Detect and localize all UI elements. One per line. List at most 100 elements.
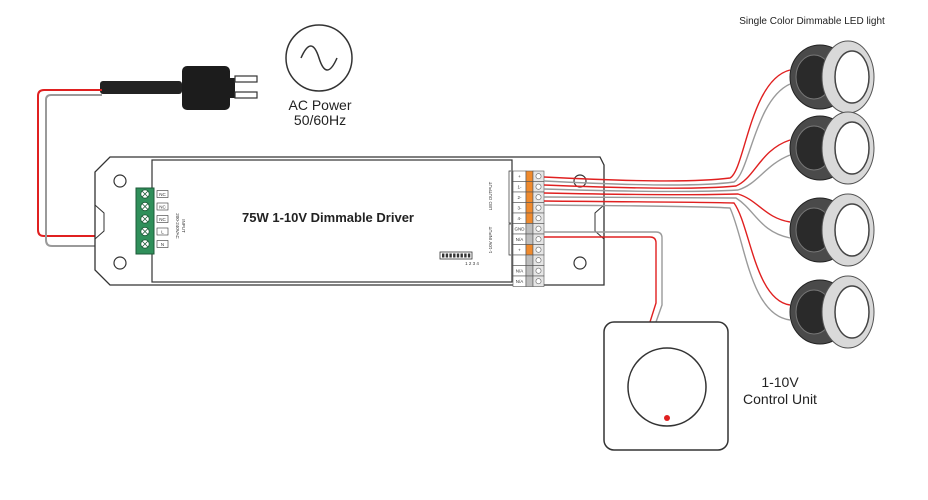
- plug-prong-top: [234, 75, 258, 83]
- output-terminal-lever: [525, 202, 534, 214]
- dip-key[interactable]: [460, 253, 463, 258]
- ac-power-symbol: [285, 24, 353, 92]
- led-light-4: [789, 275, 875, 349]
- output-terminal-lever: [525, 275, 534, 287]
- sine-wave-icon: [300, 45, 338, 71]
- screw-cross-icon: [141, 190, 149, 198]
- dip-key[interactable]: [467, 253, 471, 258]
- case-notch-right: [594, 204, 605, 240]
- output-terminal-hole: [535, 278, 542, 285]
- wire-led3-pos: [543, 192, 791, 223]
- input-tag-text: N: [161, 242, 164, 247]
- output-terminal-hole: [535, 257, 542, 264]
- input-label: INPUT: [181, 219, 186, 233]
- plug-cable-sleeve: [100, 81, 182, 94]
- mount-hole-left-top: [113, 174, 127, 188]
- output-tag-text: 2-: [517, 195, 522, 200]
- wire-led1-neg: [543, 83, 791, 186]
- output-tag-text: N/A: [516, 269, 524, 274]
- output-terminal-hole: [535, 246, 542, 253]
- wire-led1-pos: [543, 69, 791, 182]
- ac-plug: [100, 66, 258, 110]
- case-notch-left: [94, 204, 105, 240]
- output-tag-text: N/A: [516, 279, 524, 284]
- dip-key[interactable]: [445, 253, 449, 258]
- output-tag-text: 1-: [517, 185, 522, 190]
- dip-key[interactable]: [464, 253, 467, 258]
- output-tag-text: 4-: [517, 216, 522, 221]
- wire-led3-neg: [543, 196, 791, 239]
- live-wire: [37, 89, 142, 237]
- input-tag-box: [156, 240, 169, 248]
- led-lights: [789, 40, 875, 349]
- output-tag-text: GND: [515, 227, 526, 232]
- output-terminal-lever: [525, 233, 534, 245]
- screw-cross-icon: [141, 228, 149, 235]
- dip-key[interactable]: [442, 253, 445, 258]
- control-unit-label-2: Control Unit: [743, 391, 817, 407]
- led-output-label: LED OUTPUT: [488, 182, 493, 211]
- dip-key[interactable]: [456, 253, 460, 258]
- screw-cross-icon: [141, 203, 149, 210]
- output-tag-box: [512, 254, 527, 266]
- input-tag-text: NC: [159, 217, 166, 222]
- driver-housing: [94, 156, 605, 286]
- output-terminal-lever: [525, 244, 534, 256]
- plug-neck: [230, 78, 235, 98]
- input-terminal-tags: NC NC NC L N: [156, 190, 169, 248]
- input-tag-box: [156, 190, 169, 198]
- output-terminal-lever: [525, 170, 534, 182]
- dip-key[interactable]: [449, 253, 452, 258]
- wire-led2-neg: [543, 154, 791, 193]
- mount-hole-right-top: [573, 174, 587, 188]
- output-tag-text: +: [518, 174, 521, 179]
- ac-frequency-label: 50/60Hz: [294, 112, 346, 128]
- dim-input-bracket: [508, 223, 511, 256]
- led-lens: [834, 203, 870, 257]
- dip-switch-keys: [442, 253, 471, 258]
- plug-body: [182, 66, 230, 110]
- dip-key[interactable]: [453, 253, 456, 258]
- output-terminal-lever: [525, 212, 534, 224]
- output-terminal-hole: [535, 194, 542, 201]
- screw-cross-icon: [141, 215, 149, 223]
- output-terminal-hole: [535, 267, 542, 274]
- dimmer-knob[interactable]: [627, 347, 707, 427]
- dip-switch-body: [439, 251, 473, 260]
- led-light-3: [789, 193, 875, 267]
- dip-switch[interactable]: [439, 251, 473, 260]
- output-terminal-hole: [535, 215, 542, 222]
- output-terminal-hole: [535, 173, 542, 180]
- input-tag-text: L: [161, 229, 164, 234]
- output-terminal-lever: [525, 191, 534, 203]
- control-unit-label-1: 1-10V: [761, 374, 799, 390]
- led-lens: [834, 50, 870, 104]
- dip-numbers: 1 2 3 4: [465, 261, 479, 266]
- output-terminal-hole: [535, 236, 542, 243]
- output-tag-text: +: [518, 248, 521, 253]
- ac-power-label: AC Power: [288, 97, 351, 113]
- output-tag-text: 3-: [517, 206, 522, 211]
- output-tag-text: N/A: [516, 237, 524, 242]
- input-tag-box: [156, 202, 169, 211]
- input-tag-box: [156, 215, 169, 223]
- plug-prong-bottom: [234, 91, 258, 99]
- knob-indicator-dot: [664, 415, 670, 421]
- led-light-2: [789, 111, 875, 185]
- input-voltage-label: 200-240VAC: [175, 213, 180, 239]
- led-lens: [834, 121, 870, 175]
- screw-cross-icon: [141, 240, 149, 248]
- input-tag-text: NC: [159, 204, 166, 209]
- wire-led4-neg: [543, 204, 791, 321]
- led-output-bracket: [508, 170, 511, 224]
- wire-led4-pos: [543, 200, 791, 306]
- neutral-wire: [45, 94, 142, 247]
- output-terminal-block: +1- 2- 3- 4- GND N/A + N/A N/A: [508, 170, 545, 287]
- input-tag-text: NC: [159, 192, 166, 197]
- input-screws: [140, 189, 150, 249]
- output-terminal-lever: [525, 181, 534, 193]
- dim-input-label: 1-10V INPUT: [488, 226, 493, 253]
- control-unit: [603, 321, 729, 451]
- wire-dim-pos: [544, 236, 657, 323]
